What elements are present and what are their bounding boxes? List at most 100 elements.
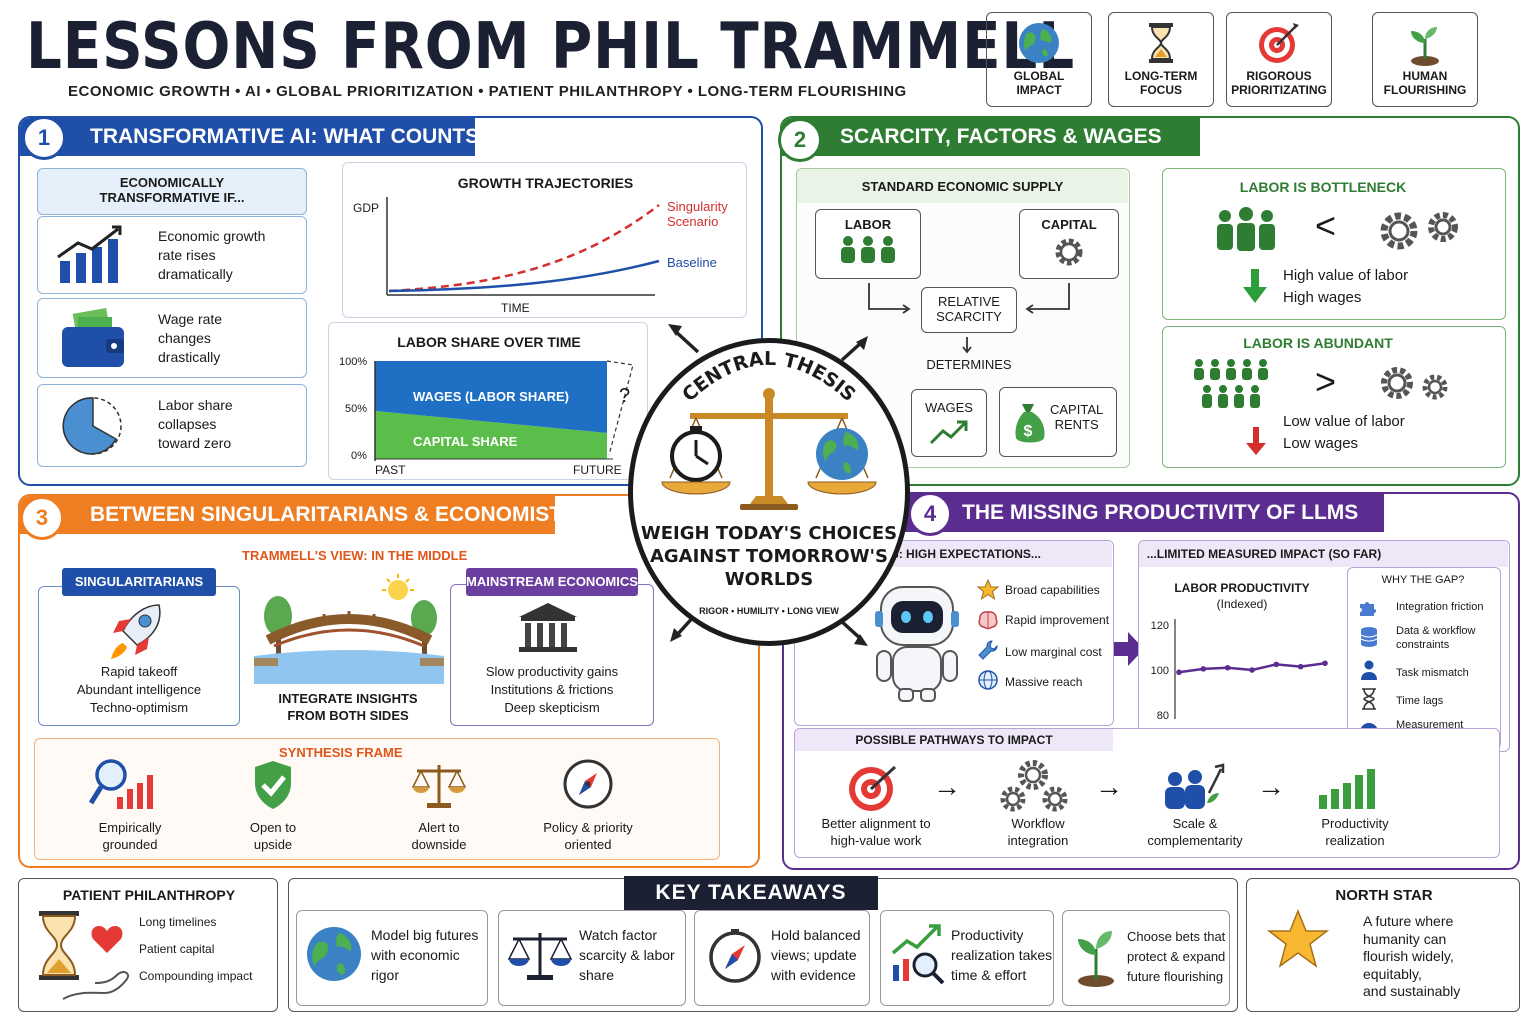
page-title: LESSONS FROM PHIL TRAMMELL <box>26 10 1075 84</box>
pathway-arrow-3: → <box>1257 771 1285 802</box>
data-point <box>1176 669 1182 676</box>
bridge-icon <box>254 574 444 684</box>
globe-takeaway-icon <box>307 927 361 981</box>
compass-takeaway-icon <box>709 929 761 983</box>
labor-box: LABOR <box>815 209 921 279</box>
growth-magnifier-icon <box>891 924 945 985</box>
workers-icon <box>1217 207 1275 251</box>
flow-arrows <box>868 283 1070 354</box>
section-scarcity: SCARCITY, FACTORS & WAGES <box>780 116 1520 486</box>
plant-takeaway-icon <box>1078 931 1114 987</box>
mainstream-label: MAINSTREAM ECONOMICS <box>466 568 638 596</box>
crowd-icon <box>1194 359 1268 408</box>
section-between: BETWEEN SINGULARITARIANS & ECONOMISTS <box>18 494 760 868</box>
hourglass-icon <box>1149 23 1173 63</box>
target-arrow-icon <box>849 765 897 811</box>
wages-box: WAGES <box>911 389 987 457</box>
pie-chart-icon <box>62 397 122 455</box>
arrow-right-purple-icon <box>1114 632 1144 666</box>
wrench-icon <box>978 640 998 660</box>
section-2-number: 2 <box>778 118 822 162</box>
limited-impact-box: ...LIMITED MEASURED IMPACT (SO FAR) LABO… <box>1138 540 1510 752</box>
database-icon <box>1360 627 1378 647</box>
patient-philanthropy-box: PATIENT PHILANTHROPY Long timelines Pati… <box>18 878 278 1012</box>
trend-up-icon <box>929 420 968 445</box>
pathways-box: POSSIBLE PATHWAYS TO IMPACT Better align… <box>794 728 1500 858</box>
y-tick-label: 100 <box>1151 665 1169 677</box>
central-thesis-graphic: CENTRAL THESIS <box>661 348 877 510</box>
person-icon <box>1361 660 1377 680</box>
data-point <box>1273 661 1280 668</box>
data-point <box>1297 663 1304 670</box>
singularitarians-label: SINGULARITARIANS <box>62 568 216 596</box>
bar-growth-icon <box>1319 769 1375 809</box>
data-point <box>1224 664 1231 671</box>
institution-icon <box>519 603 577 652</box>
rocket-icon <box>111 604 161 659</box>
north-star-icon <box>1267 909 1329 968</box>
shield-check-icon <box>255 761 291 809</box>
brain-icon <box>978 611 998 630</box>
hourglass-small-icon <box>1362 688 1376 710</box>
capital-box: CAPITAL <box>1019 209 1119 279</box>
central-thesis-footer: RIGOR • HUMILITY • LONG VIEW <box>699 606 839 616</box>
section-3-title: BETWEEN SINGULARITARIANS & ECONOMISTS <box>20 496 576 534</box>
wallet-icon <box>62 308 124 367</box>
arrow-down-green-icon <box>1243 269 1267 303</box>
target-icon <box>1259 23 1299 63</box>
globe-icon <box>1019 23 1059 63</box>
section-missing-productivity: THE MISSING PRODUCTIVITY OF LLMS <box>782 492 1520 870</box>
section-1-title: TRANSFORMATIVE AI: WHAT COUNTS <box>20 118 479 156</box>
pathway-arrow-1: → <box>933 771 961 802</box>
robot-icon <box>875 586 959 702</box>
section-4-number: 4 <box>908 492 952 536</box>
globe-small-icon <box>978 670 998 690</box>
labor-share-chart: LABOR SHARE OVER TIME 100% 50% 0% WAGES … <box>328 322 648 480</box>
data-point <box>1200 666 1207 672</box>
econ-transformative-header: ECONOMICALLY TRANSFORMATIVE IF... <box>37 168 307 215</box>
scales-takeaway-icon <box>507 933 573 980</box>
gears-small-icon <box>1381 367 1448 400</box>
gears-icon <box>1380 212 1458 250</box>
data-point <box>1322 660 1328 667</box>
star-icon <box>977 579 999 601</box>
data-point <box>1249 667 1255 673</box>
arrow-down-red-icon <box>1246 427 1266 455</box>
section-3-number: 3 <box>20 496 64 540</box>
money-bag-icon: $ <box>1015 404 1045 443</box>
page-subtitle: ECONOMIC GROWTH • AI • GLOBAL PRIORITIZA… <box>68 83 907 100</box>
relative-scarcity-box: RELATIVE SCARCITY <box>921 287 1017 333</box>
gear-icon <box>1055 238 1083 266</box>
sprout-icon <box>1411 27 1439 66</box>
key-takeaways-title: KEY TAKEAWAYS <box>624 876 878 910</box>
y-tick-label: 120 <box>1151 620 1169 632</box>
pathway-arrow-2: → <box>1095 771 1123 802</box>
svg-text:$: $ <box>1024 423 1033 440</box>
people-icon <box>841 236 895 263</box>
magnifier-chart-icon <box>89 759 153 809</box>
section-transformative-ai: TRANSFORMATIVE AI: WHAT COUNTS <box>18 116 763 486</box>
section-2-title: SCARCITY, FACTORS & WAGES <box>782 118 1200 156</box>
growth-trajectories-chart: GROWTH TRAJECTORIES GDP TIME Singularity… <box>342 162 747 318</box>
scales-icon <box>411 765 467 808</box>
labor-productivity-chart: 120100802018202020222024 <box>1151 619 1337 740</box>
team-growth-icon <box>1165 763 1225 809</box>
hourglass-heart-icon <box>39 911 129 1000</box>
y-tick-label: 80 <box>1157 710 1169 722</box>
section-1-number: 1 <box>22 116 66 160</box>
labor-bottleneck-box: LABOR IS BOTTLENECK < High value of labo… <box>1162 168 1506 320</box>
labor-share-area <box>374 360 634 461</box>
